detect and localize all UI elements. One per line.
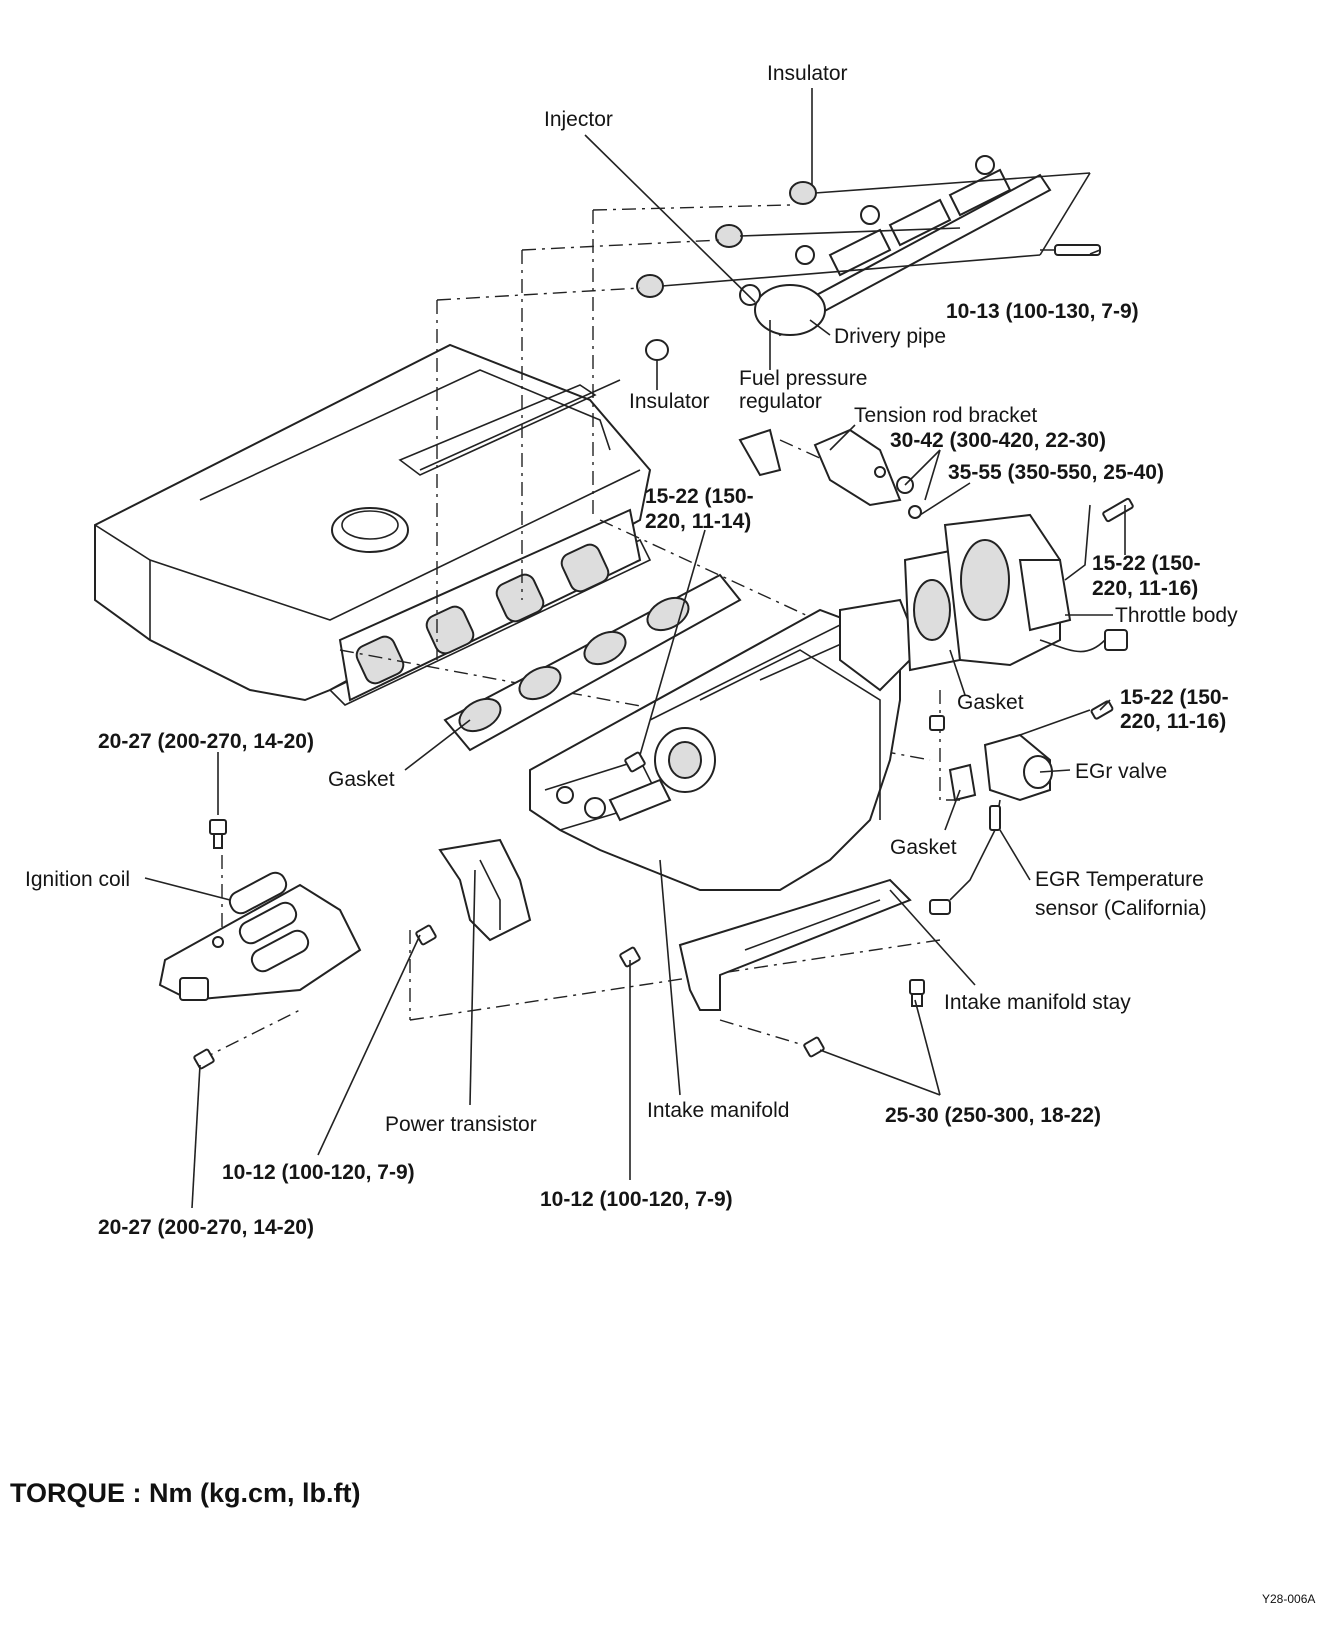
- egr-valve-assembly: [929, 700, 1114, 915]
- label-torque-15-22-c-line2: 220, 11-16): [1120, 710, 1227, 733]
- label-intake-manifold: Intake manifold: [647, 1099, 790, 1122]
- label-torque-15-22-a-line1: 15-22 (150-: [645, 485, 754, 508]
- label-torque-20-27-bottom: 20-27 (200-270, 14-20): [98, 1216, 314, 1239]
- label-torque-25-30: 25-30 (250-300, 18-22): [885, 1104, 1101, 1127]
- intake-manifold-body: [529, 598, 922, 891]
- label-torque-tension-1: 30-42 (300-420, 22-30): [890, 429, 1106, 452]
- label-delivery-pipe: Drivery pipe: [834, 325, 947, 348]
- label-injector: Injector: [544, 108, 613, 131]
- label-gasket-throttle: Gasket: [957, 691, 1024, 714]
- figure-code: Y28-006A: [1262, 1592, 1316, 1606]
- label-torque-delivery-pipe: 10-13 (100-130, 7-9): [946, 300, 1139, 323]
- label-fuel-pressure-regulator-line2: regulator: [739, 390, 822, 413]
- delivery-pipe-assembly: [739, 155, 1101, 337]
- label-egr-temperature-line1: EGR Temperature: [1035, 868, 1204, 891]
- torque-units-note: TORQUE : Nm (kg.cm, lb.ft): [10, 1478, 361, 1508]
- label-gasket-egr: Gasket: [890, 836, 957, 859]
- label-torque-tension-2: 35-55 (350-550, 25-40): [948, 461, 1164, 484]
- label-gasket-left: Gasket: [328, 768, 395, 791]
- label-throttle-body: Throttle body: [1115, 604, 1238, 627]
- label-insulator-top: Insulator: [767, 62, 848, 85]
- insulators: [636, 172, 1091, 361]
- cylinder-head-cover: [94, 343, 652, 706]
- tension-rod-bracket: [738, 428, 922, 519]
- throttle-body-assembly: [903, 497, 1134, 672]
- label-torque-15-22-c-line1: 15-22 (150-: [1120, 686, 1229, 709]
- label-torque-15-22-b-line1: 15-22 (150-: [1092, 552, 1201, 575]
- label-egr-valve: EGr valve: [1075, 760, 1168, 783]
- label-fuel-pressure-regulator-line1: Fuel pressure: [739, 367, 868, 390]
- label-torque-10-12-b: 10-12 (100-120, 7-9): [540, 1188, 733, 1211]
- power-transistor-part: [438, 838, 532, 942]
- ignition-coil-assembly: [158, 871, 362, 1002]
- label-torque-20-27-top: 20-27 (200-270, 14-20): [98, 730, 314, 753]
- label-tension-rod-bracket: Tension rod bracket: [854, 404, 1038, 427]
- leader-lines: [144, 88, 1126, 1209]
- label-insulator-mid: Insulator: [629, 390, 710, 413]
- label-torque-15-22-b-line2: 220, 11-16): [1092, 577, 1199, 600]
- label-egr-temperature-line2: sensor (California): [1035, 897, 1207, 920]
- label-torque-10-12-a: 10-12 (100-120, 7-9): [222, 1161, 415, 1184]
- label-power-transistor: Power transistor: [385, 1113, 537, 1136]
- label-ignition-coil: Ignition coil: [25, 868, 131, 891]
- label-intake-manifold-stay: Intake manifold stay: [944, 991, 1131, 1014]
- label-torque-15-22-a-line2: 220, 11-14): [645, 510, 752, 533]
- intake-manifold-stay: [678, 878, 912, 1011]
- bolts: [193, 715, 945, 1070]
